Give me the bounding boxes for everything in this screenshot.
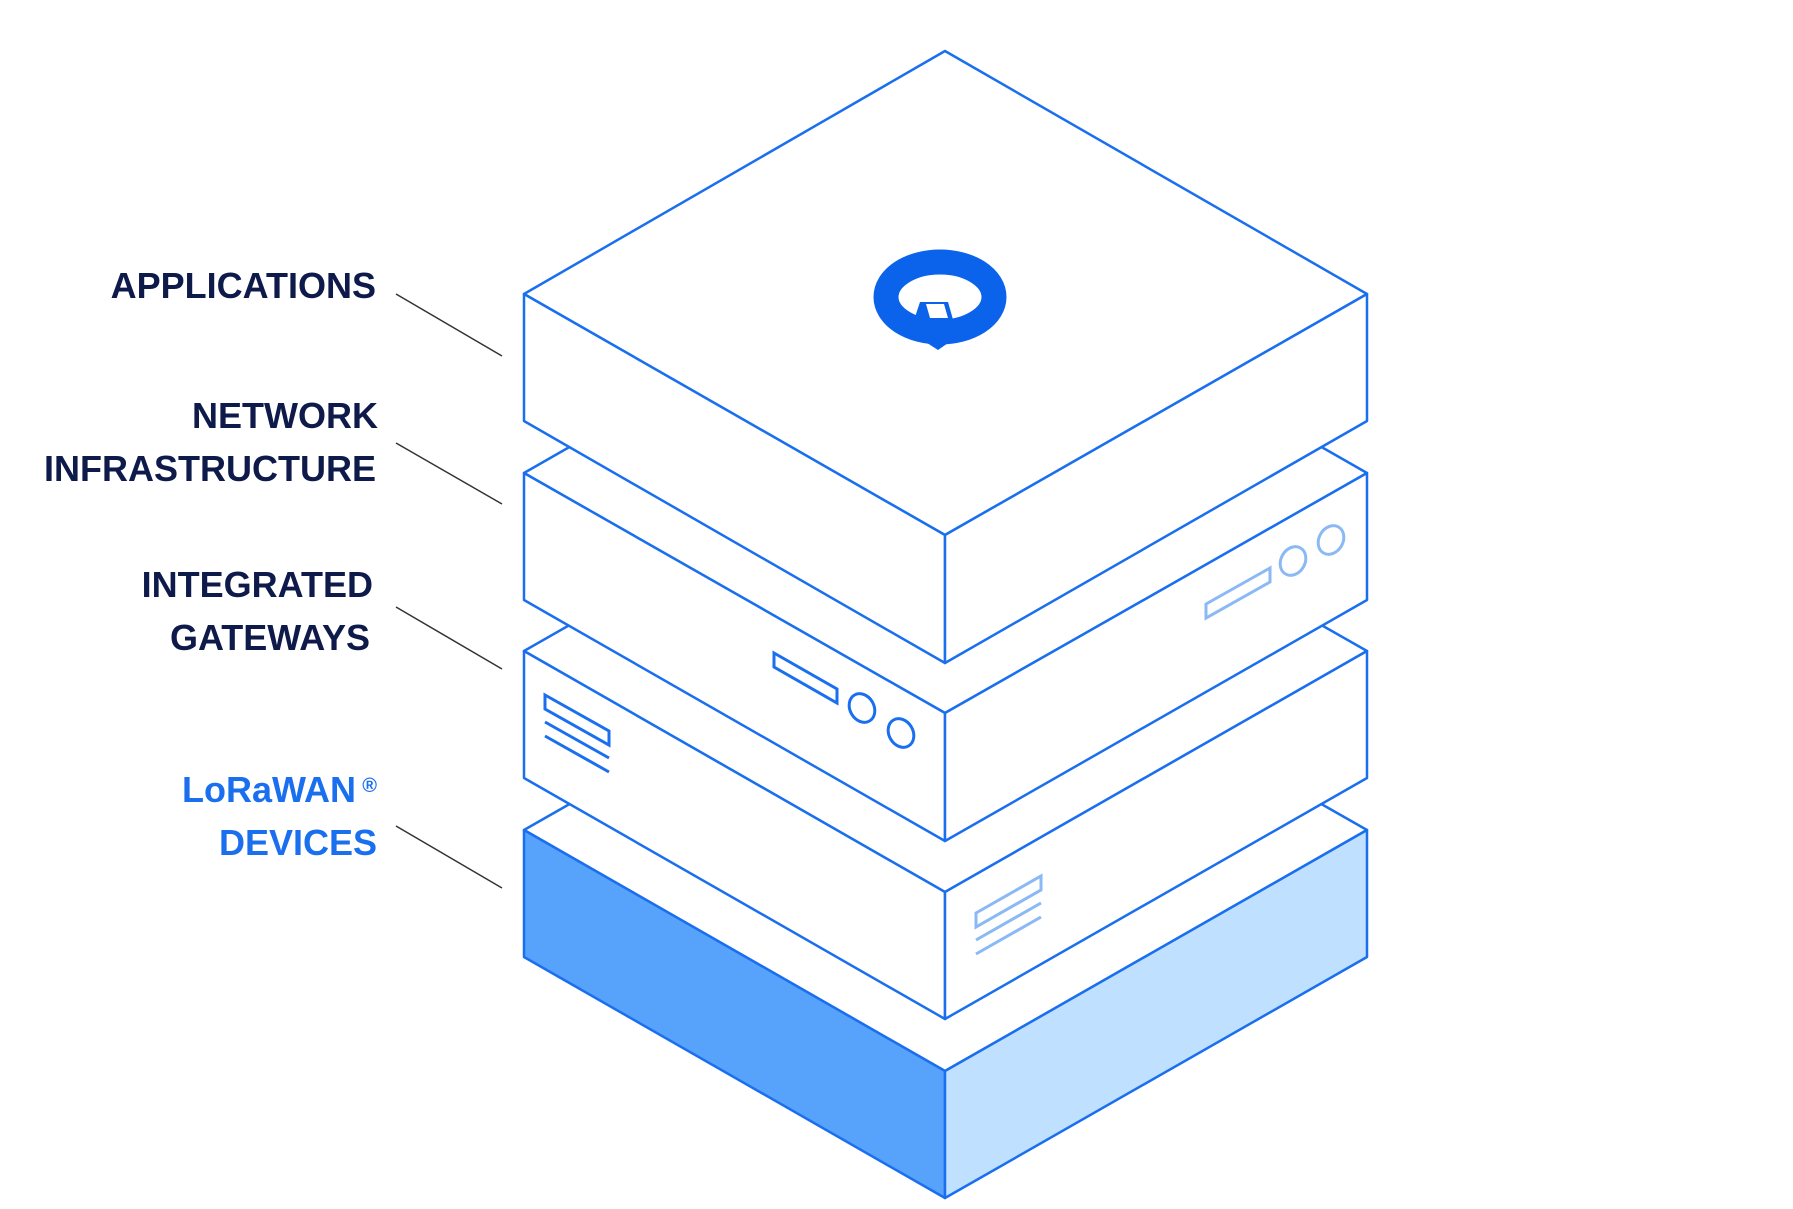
vent-grille-icon <box>974 873 1043 956</box>
block-lorawan-right-face <box>943 828 1369 1200</box>
label-lorawan-superscript: ® <box>362 775 377 797</box>
knob-icon <box>1316 524 1346 556</box>
block-applications-right-face <box>943 292 1369 665</box>
leader-line-gateways <box>395 606 503 670</box>
label-lorawan-line2: DEVICES <box>219 822 377 863</box>
label-gateways-line1: INTEGRATED <box>142 564 373 605</box>
knob-icon <box>1278 545 1308 577</box>
block-applications <box>522 49 1369 665</box>
layer-labels: APPLICATIONS NETWORK INFRASTRUCTURE INTE… <box>44 265 378 863</box>
block-gateways-right-face <box>943 649 1369 1021</box>
knob-icon <box>886 717 916 749</box>
knob-icon <box>847 692 877 724</box>
leader-line-network <box>395 442 503 505</box>
port-slot-icon <box>1204 565 1272 621</box>
port-slot-icon <box>772 650 839 706</box>
label-gateways-line2: GATEWAYS <box>170 617 370 658</box>
leader-line-applications <box>395 293 503 357</box>
vent-grille-icon <box>543 692 611 774</box>
q-logo-icon <box>873 249 1007 350</box>
block-network-right-face <box>943 471 1369 843</box>
label-network-line1: NETWORK <box>192 395 378 436</box>
leader-line-lorawan <box>395 825 503 889</box>
label-network-line2: INFRASTRUCTURE <box>44 448 376 489</box>
label-applications: APPLICATIONS <box>111 265 376 306</box>
label-lorawan-line1: LoRaWAN <box>182 769 356 810</box>
leader-lines <box>395 293 503 889</box>
